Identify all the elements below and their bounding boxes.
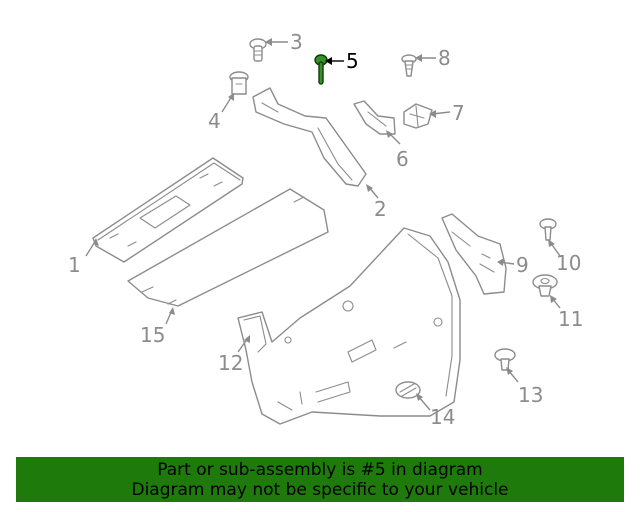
callout-14: 14 xyxy=(430,405,455,429)
part-5-push-pin[interactable] xyxy=(314,54,328,85)
callout-1: 1 xyxy=(68,253,81,277)
part-3-screw[interactable] xyxy=(249,38,267,62)
part-4-clip[interactable] xyxy=(229,71,249,95)
part-7-bracket[interactable] xyxy=(403,103,433,129)
parts-diagram: 1 2 3 4 5 6 7 8 9 10 11 12 13 14 15 xyxy=(68,30,583,429)
callout-7: 7 xyxy=(452,101,465,125)
callout-6: 6 xyxy=(396,147,409,171)
notice-banner: Part or sub-assembly is #5 in diagram Di… xyxy=(16,457,624,502)
callout-4: 4 xyxy=(208,109,221,133)
callout-5-highlighted: 5 xyxy=(346,49,359,73)
part-2-trim-panel[interactable] xyxy=(252,87,367,187)
part-1-sill-plate[interactable] xyxy=(92,157,244,263)
part-8-screw[interactable] xyxy=(401,54,417,77)
callout-15: 15 xyxy=(140,323,165,347)
part-14-handle-cup[interactable] xyxy=(395,381,421,399)
callout-2: 2 xyxy=(374,197,387,221)
part-11-rivet-clip[interactable] xyxy=(532,274,558,297)
banner-line-part-number: Part or sub-assembly is #5 in diagram xyxy=(157,459,483,480)
part-10-push-pin[interactable] xyxy=(539,218,557,241)
part-13-push-pin[interactable] xyxy=(494,348,516,371)
part-6-bracket[interactable] xyxy=(353,100,396,135)
banner-line-disclaimer: Diagram may not be specific to your vehi… xyxy=(131,479,509,500)
callout-9: 9 xyxy=(516,253,529,277)
part-12-tailgate-liner[interactable] xyxy=(237,227,461,425)
leader-lines xyxy=(85,38,561,411)
part-9-side-trim[interactable] xyxy=(441,213,507,295)
callout-labels: 1 2 3 4 5 6 7 8 9 10 11 12 13 14 15 xyxy=(68,30,583,429)
callout-13: 13 xyxy=(518,383,543,407)
callout-10: 10 xyxy=(556,251,581,275)
part-15-cargo-cover[interactable] xyxy=(127,188,329,307)
callout-3: 3 xyxy=(290,30,303,54)
callout-8: 8 xyxy=(438,46,451,70)
callout-11: 11 xyxy=(558,307,583,331)
callout-12: 12 xyxy=(218,351,243,375)
